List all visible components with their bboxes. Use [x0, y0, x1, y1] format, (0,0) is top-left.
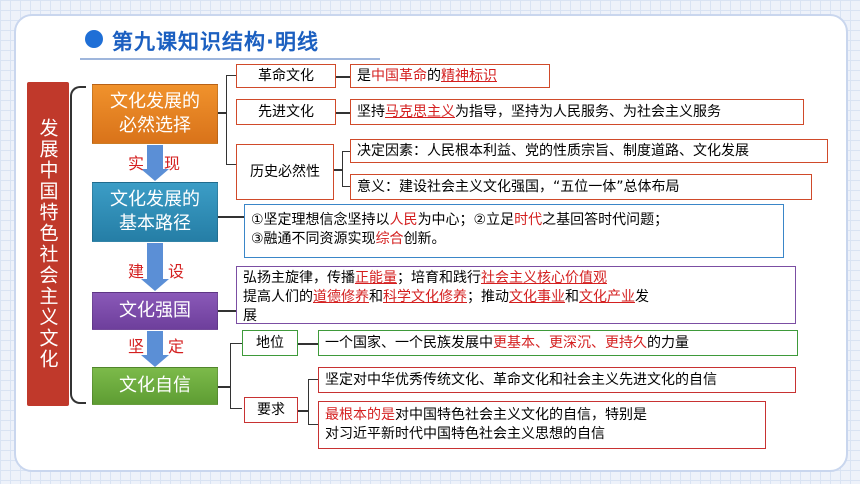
requirement-brace	[308, 379, 318, 425]
arrow-label-right: 现	[164, 154, 181, 173]
branch1-connector	[218, 112, 226, 114]
highlight-text: 时代	[514, 212, 543, 228]
branch1-brace	[226, 75, 236, 165]
branch2-connector	[218, 216, 244, 218]
cultural-power-line3: 展	[243, 308, 257, 324]
stage-inevitable-choice: 文化发展的 必然选择	[92, 84, 218, 144]
label-status: 地位	[242, 330, 298, 356]
text: 一个国家、一个民族发展中	[325, 334, 493, 351]
text: ①坚定理想信念坚持以	[251, 212, 390, 228]
text: 对中国特色社会主义文化的自信，特别是	[395, 407, 647, 423]
historical-brace	[342, 151, 350, 187]
stage-cultural-power: 文化强国	[92, 292, 218, 330]
main-topic-label: 发展中国特色社会主义文化	[36, 118, 59, 370]
highlight-text: 更基本、更深沉、更持久	[493, 334, 647, 351]
main-topic: 发展中国特色社会主义文化	[27, 82, 69, 406]
highlight-text: 中国革命	[371, 67, 427, 84]
text: 和	[369, 289, 383, 305]
underlined-text: 马克思主义	[385, 103, 455, 120]
connector	[298, 343, 318, 345]
desc-basic-path: ①坚定理想信念坚持以人民为中心；②立足时代之基回答时代问题； ③融通不同资源实现…	[244, 204, 784, 258]
stage-basic-path: 文化发展的 基本路径	[92, 182, 218, 242]
label-requirement: 要求	[244, 397, 298, 423]
text: ；推动	[467, 289, 509, 305]
highlight-text: 最根本的是	[325, 407, 395, 423]
cultural-power-line2: 提高人们的道德修养和科学文化修养；推动文化事业和文化产业发	[243, 288, 789, 307]
branch4-brace	[230, 343, 242, 409]
underlined-text: 科学文化修养	[383, 289, 467, 305]
text: 提高人们的	[243, 289, 313, 305]
desc-status: 一个国家、一个民族发展中更基本、更深沉、更持久的力量	[318, 330, 798, 356]
desc-requirement-2: 最根本的是对中国特色社会主义文化的自信，特别是 对习近平新时代中国特色社会主义思…	[318, 401, 766, 449]
stage-cultural-confidence: 文化自信	[92, 367, 218, 405]
page-title: 第九课知识结构·明线	[112, 30, 319, 54]
basic-path-line2: ③融通不同资源实现综合创新。	[251, 230, 777, 249]
arrow-label-left: 建	[128, 262, 145, 281]
text: 和	[565, 289, 579, 305]
connector	[336, 76, 350, 78]
arrow-label-left: 实	[128, 154, 145, 173]
text: 为中心；②立足	[417, 212, 515, 228]
title-underline	[80, 58, 380, 60]
highlight-text: 人民	[389, 212, 418, 228]
requirement-2-line1: 最根本的是对中国特色社会主义文化的自信，特别是	[325, 406, 759, 425]
text: 的力量	[647, 334, 689, 351]
text: ③融通不同资源实现	[251, 231, 376, 247]
arrow-label-left: 坚	[128, 337, 145, 356]
down-arrow-icon	[141, 331, 169, 367]
text: 是	[357, 67, 371, 84]
underlined-text: 正能量	[355, 270, 397, 286]
desc-cultural-power: 弘扬主旋律，传播正能量；培育和践行社会主义核心价值观 提高人们的道德修养和科学文…	[236, 266, 796, 324]
stage-inevitable-choice-line2: 必然选择	[119, 115, 191, 136]
down-arrow-icon	[141, 243, 169, 291]
desc-requirement-1: 坚定对中华优秀传统文化、革命文化和社会主义先进文化的自信	[318, 367, 796, 393]
text: 为指导，坚持为人民服务、为社会主义服务	[455, 103, 721, 120]
desc-decisive-factors: 决定因素：人民根本利益、党的性质宗旨、制度道路、文化发展	[350, 139, 828, 163]
down-arrow-icon	[141, 145, 169, 181]
underlined-text: 文化产业	[579, 289, 635, 305]
branch4-connector	[218, 386, 230, 388]
text: 之基回答时代问题；	[542, 212, 669, 228]
desc-revolutionary-culture: 是中国革命的精神标识	[350, 64, 550, 88]
desc-advanced-culture: 坚持马克思主义为指导，坚持为人民服务、为社会主义服务	[350, 99, 804, 125]
connector	[298, 410, 308, 412]
label-advanced-culture: 先进文化	[236, 99, 336, 125]
cultural-power-line1: 弘扬主旋律，传播正能量；培育和践行社会主义核心价值观	[243, 269, 789, 288]
underlined-text: 精神标识	[441, 67, 497, 84]
arrow-label-right: 定	[168, 337, 185, 356]
stage-basic-path-line2: 基本路径	[119, 213, 191, 234]
stage-basic-path-line1: 文化发展的	[110, 189, 200, 210]
underlined-text: 道德修养	[313, 289, 369, 305]
title-bullet-icon	[85, 30, 103, 48]
label-revolutionary-culture: 革命文化	[236, 64, 336, 88]
text: 发	[635, 289, 649, 305]
underlined-text: 社会主义核心价值观	[481, 270, 607, 286]
text: ；培育和践行	[397, 270, 481, 286]
branch3-connector	[218, 310, 236, 312]
desc-significance: 意义：建设社会主义文化强国，“五位一体”总体布局	[350, 174, 812, 200]
text: 创新。	[403, 231, 446, 247]
stage-inevitable-choice-line1: 文化发展的	[110, 91, 200, 112]
highlight-text: 综合	[375, 231, 404, 247]
main-brace	[70, 86, 86, 404]
basic-path-line1: ①坚定理想信念坚持以人民为中心；②立足时代之基回答时代问题；	[251, 211, 777, 230]
requirement-2-line2: 对习近平新时代中国特色社会主义思想的自信	[325, 426, 605, 442]
text: 坚持	[357, 103, 385, 120]
connector	[334, 169, 342, 171]
underlined-text: 文化事业	[509, 289, 565, 305]
label-historical-necessity: 历史必然性	[236, 144, 334, 200]
connector	[336, 112, 350, 114]
text: 的	[427, 67, 441, 84]
text: 弘扬主旋律，传播	[243, 270, 355, 286]
arrow-label-right: 设	[168, 262, 185, 281]
